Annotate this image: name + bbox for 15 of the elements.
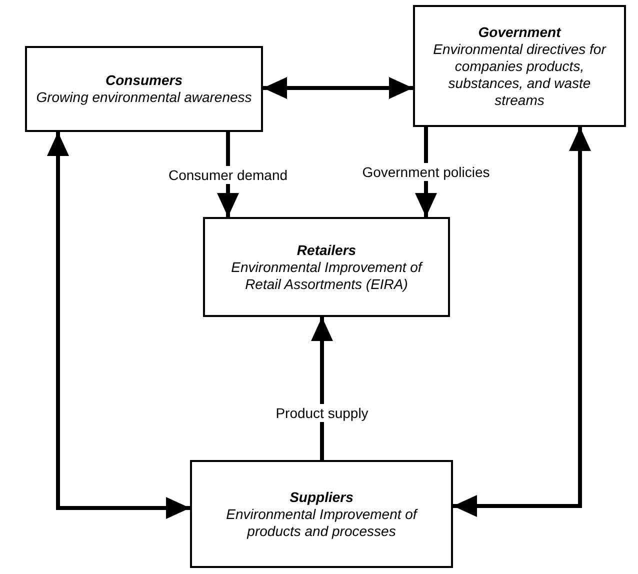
process-box bbox=[190, 460, 453, 568]
arrow bbox=[453, 127, 591, 517]
box-heading: Government bbox=[478, 24, 561, 40]
process-box bbox=[413, 5, 626, 127]
box-description: Environmental Improvement of products and processes bbox=[225, 506, 419, 540]
box-heading: Retailers bbox=[296, 242, 356, 258]
box-description: Growing environmental awareness bbox=[36, 89, 252, 106]
box-description: Environmental Improvement of Retail Assortments (EIRA) bbox=[230, 258, 424, 292]
arrow bbox=[263, 77, 413, 99]
process-box bbox=[203, 217, 450, 317]
arrow bbox=[47, 132, 190, 519]
process-box bbox=[25, 46, 263, 132]
box-heading: Suppliers bbox=[290, 488, 354, 506]
box-heading: Consumers bbox=[105, 72, 183, 89]
box-description: Environmental directives for companies products, substances, and waste streams bbox=[432, 40, 608, 108]
